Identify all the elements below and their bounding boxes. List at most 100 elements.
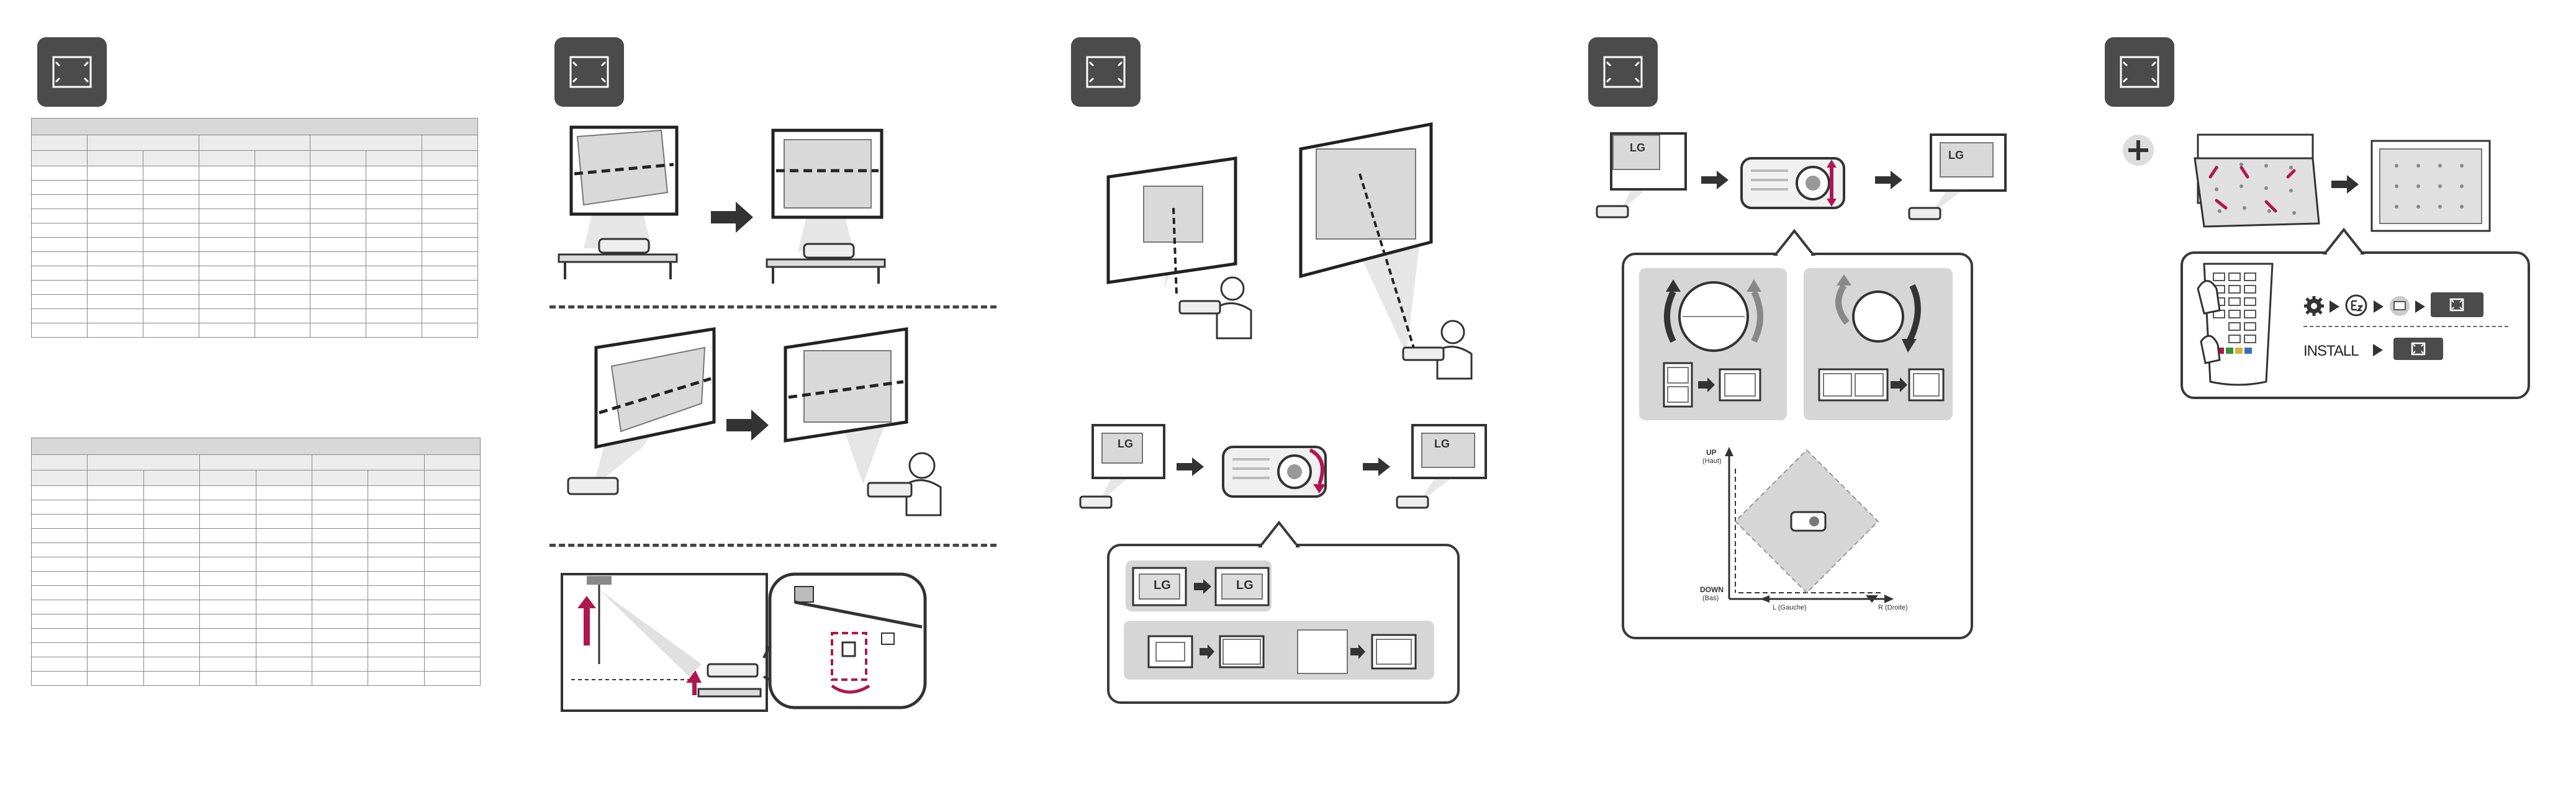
table-cell	[422, 323, 478, 338]
table-cell	[310, 150, 367, 166]
handheld-projection-large-illustration	[1299, 122, 1473, 380]
keystone-icon	[2411, 342, 2426, 356]
table-cell	[199, 470, 256, 486]
table-cell	[142, 209, 199, 223]
table-row	[31, 266, 478, 281]
table-cell	[366, 323, 423, 338]
table-cell	[31, 194, 88, 209]
table-cell	[255, 557, 312, 572]
table-cell	[311, 528, 369, 543]
table-cell	[311, 500, 369, 515]
table-cell	[87, 514, 144, 529]
play-arrow-icon	[2415, 300, 2425, 313]
table-cell	[86, 323, 143, 338]
table-cell	[199, 557, 256, 572]
horizontal-keystone-icons	[1818, 274, 1945, 402]
table-row	[31, 118, 478, 135]
section-divider	[549, 544, 997, 547]
table-cell	[30, 470, 88, 486]
table-row	[30, 671, 481, 686]
table-cell	[86, 209, 143, 223]
table-cell	[142, 223, 199, 238]
table-cell	[142, 280, 199, 295]
table-cell	[143, 657, 201, 672]
table-cell	[30, 528, 88, 543]
table-cell	[31, 209, 88, 223]
table-cell	[198, 150, 255, 166]
table-cell	[87, 671, 144, 686]
table-row	[30, 642, 481, 657]
table-cell	[255, 628, 312, 643]
table-cell	[87, 614, 144, 629]
table-cell	[366, 294, 423, 309]
table-cell	[255, 600, 312, 614]
keystone-icon	[1588, 37, 1658, 107]
table-cell	[366, 194, 423, 209]
table-cell	[422, 251, 478, 266]
table-cell	[254, 166, 311, 181]
table-cell	[30, 585, 88, 600]
table-cell	[368, 657, 425, 672]
table-cell	[86, 180, 143, 195]
table-row	[31, 308, 478, 323]
keystone-icon	[2105, 37, 2174, 107]
table-cell	[255, 657, 312, 672]
table-cell	[87, 485, 144, 500]
table-row	[31, 223, 478, 238]
table-cell	[254, 223, 311, 238]
axis-right-label: R (Droite)	[1878, 604, 1908, 611]
callout-pointer	[2322, 227, 2366, 257]
table-cell	[198, 237, 255, 252]
table-cell	[311, 485, 369, 500]
table-cell	[143, 557, 201, 572]
table-cell	[368, 600, 425, 614]
tilted-screen-illustration	[558, 125, 679, 279]
table-cell	[368, 614, 425, 629]
table-cell	[199, 514, 256, 529]
table-row	[30, 657, 481, 672]
table-cell	[86, 237, 143, 252]
table-cell	[142, 166, 199, 181]
table-cell	[311, 628, 369, 643]
table-cell	[423, 671, 481, 686]
table-cell	[423, 614, 481, 629]
table-cell	[199, 542, 256, 557]
table-cell	[142, 308, 199, 323]
arrow-right-icon	[2331, 175, 2359, 194]
table-cell	[255, 528, 312, 543]
table-cell	[310, 308, 367, 323]
table-row	[30, 614, 481, 629]
table-cell	[255, 500, 312, 515]
table-row	[31, 209, 478, 223]
remote-control-illustration	[2197, 263, 2274, 386]
callout-pointer	[1257, 520, 1301, 550]
table-row	[30, 500, 481, 515]
table-cell	[199, 628, 256, 643]
table-cell	[199, 642, 256, 657]
table-cell	[255, 571, 312, 586]
table-cell	[423, 585, 481, 600]
table-cell	[30, 485, 88, 500]
table-cell	[86, 308, 143, 323]
table-cell	[311, 600, 369, 614]
table-cell	[198, 209, 255, 223]
table-row	[31, 135, 478, 151]
table-cell	[311, 585, 369, 600]
table-cell	[30, 557, 88, 572]
vertical-keystone-icons	[1663, 279, 1763, 408]
play-arrow-icon	[2374, 300, 2384, 313]
table-cell	[423, 557, 481, 572]
table-cell	[310, 280, 367, 295]
table-cell	[423, 514, 481, 529]
table-row	[31, 251, 478, 266]
table-cell	[368, 470, 425, 486]
table-row	[31, 323, 478, 338]
table-cell	[143, 528, 201, 543]
screen-settings-icon	[2390, 296, 2410, 316]
table-cell	[199, 585, 256, 600]
table-cell	[422, 166, 478, 181]
table-cell	[199, 500, 256, 515]
table-row	[31, 438, 481, 455]
table-cell	[87, 600, 144, 614]
table-row	[30, 514, 481, 529]
